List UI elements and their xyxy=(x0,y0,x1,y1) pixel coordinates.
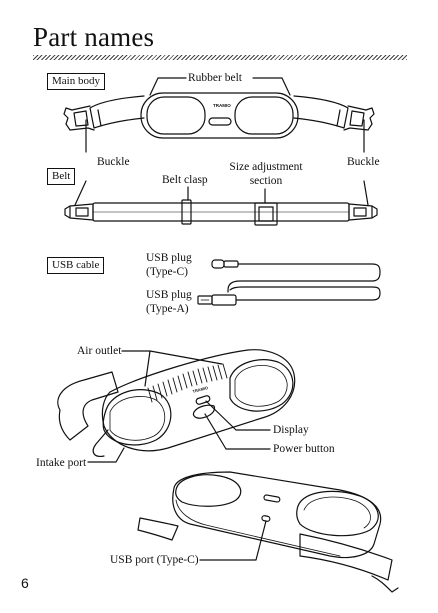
label-rubber-belt: Rubber belt xyxy=(188,72,242,84)
label-usb-plug-a-line2: (Type-A) xyxy=(146,303,189,315)
page-title: Part names xyxy=(33,22,155,52)
label-usb-plug-a: USB plug (Type-A) xyxy=(146,288,192,316)
label-size-adjustment-line1: Size adjustment xyxy=(229,161,303,173)
label-usb-plug-c: USB plug (Type-C) xyxy=(146,251,192,279)
leader-belt-buckle-left xyxy=(74,180,87,206)
label-intake-port: Intake port xyxy=(36,457,87,469)
label-usb-port: USB port (Type-C) xyxy=(110,554,199,566)
page-number: 6 xyxy=(21,575,29,591)
leader-air-outlet-b xyxy=(149,350,223,365)
title-rule xyxy=(33,55,407,60)
device-perspective-back xyxy=(137,471,399,593)
label-usb-plug-c-line2: (Type-C) xyxy=(146,266,188,278)
leader-intake-port xyxy=(87,447,125,463)
device-perspective-front xyxy=(57,349,296,457)
usb-cable-illustration xyxy=(197,259,381,306)
main-body-logo: TRAMIO xyxy=(213,103,231,108)
leader-display xyxy=(205,400,271,431)
main-body-illustration xyxy=(63,92,375,139)
label-usb-plug-c-line1: USB plug xyxy=(146,252,192,264)
leader-usb-port xyxy=(199,520,267,561)
section-label-main-body: Main body xyxy=(47,73,105,90)
section-label-belt: Belt xyxy=(47,168,76,185)
label-air-outlet: Air outlet xyxy=(77,345,122,357)
label-buckle-left: Buckle xyxy=(97,156,130,168)
leader-rubber-belt-left xyxy=(149,77,187,96)
label-size-adjustment: Size adjustment section xyxy=(222,160,310,188)
label-power-button: Power button xyxy=(273,443,335,455)
section-label-usb-cable: USB cable xyxy=(47,257,105,274)
leader-rubber-belt-right xyxy=(252,77,291,96)
label-belt-clasp: Belt clasp xyxy=(162,174,208,186)
leader-belt-buckle-right xyxy=(363,180,369,206)
leader-power-button xyxy=(204,413,271,450)
label-buckle-right: Buckle xyxy=(347,156,380,168)
perspective-logo: TRAMIO xyxy=(192,385,209,394)
label-size-adjustment-line2: section xyxy=(249,175,283,187)
belt-illustration xyxy=(64,199,378,226)
label-display: Display xyxy=(273,424,309,436)
label-usb-plug-a-line1: USB plug xyxy=(146,289,192,301)
